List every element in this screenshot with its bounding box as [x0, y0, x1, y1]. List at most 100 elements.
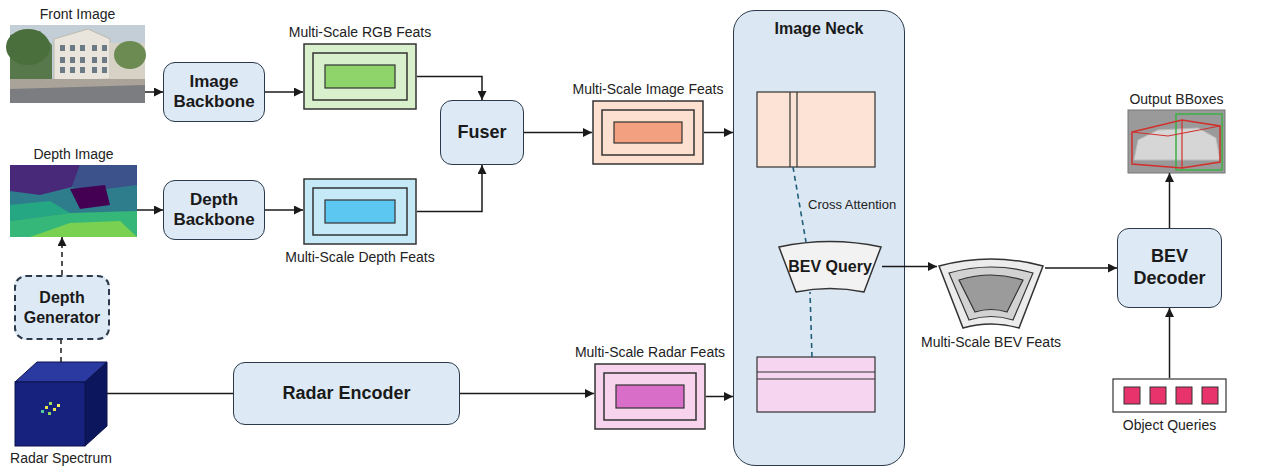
feature-inner [616, 385, 684, 408]
caption-label: Output BBoxes [1129, 91, 1223, 107]
panel-title: Image Neck [775, 19, 864, 38]
annotation-label: Cross Attention [808, 197, 896, 213]
feature-outer [595, 364, 705, 429]
depth-bg [10, 165, 137, 237]
bev-feature-fan: Multi-Scale BEV Feats [937, 256, 1045, 330]
window [70, 67, 75, 73]
window [60, 45, 65, 51]
feature-map: Multi-Scale Image Feats [592, 100, 704, 165]
connector-group [61, 77, 1170, 397]
arrow-connector [137, 209, 163, 211]
output-image: Output BBoxes [1128, 110, 1225, 173]
window [70, 57, 75, 63]
window [80, 67, 85, 73]
feature-middle [313, 53, 407, 100]
feature-middle [313, 188, 407, 235]
depth-image-art [10, 165, 137, 237]
window [70, 45, 75, 51]
feature-outer [593, 101, 703, 164]
box-label: Depth Backbone [170, 190, 258, 231]
box-label: BEV Decoder [1124, 246, 1215, 289]
window [80, 57, 85, 63]
caption-label: Depth Image [33, 146, 113, 162]
caption-label: Multi-Scale Radar Feats [575, 344, 725, 360]
cube-front [15, 382, 85, 446]
query-frame [1113, 379, 1226, 412]
process-box: Depth Backbone [163, 180, 265, 240]
process-box: BEV Decoder [1117, 228, 1222, 308]
box-label: Radar Encoder [240, 383, 453, 405]
query-fan: BEV Query [778, 240, 882, 293]
arrow-connector [265, 91, 303, 93]
window [102, 67, 107, 73]
block-slice [757, 372, 875, 379]
arrow-connector [1169, 173, 1171, 228]
neck-image-block [757, 92, 875, 167]
attention-line [793, 167, 806, 242]
box-label: Depth Generator [22, 288, 102, 326]
radar-cube: Radar Spectrum [15, 362, 107, 446]
depth-far [10, 165, 80, 195]
arrow-connector [524, 132, 592, 134]
camera-image-art [10, 25, 145, 103]
query-token [1150, 387, 1166, 404]
window [102, 45, 107, 51]
box-label: Fuser [447, 122, 517, 144]
feature-map-art [592, 100, 704, 165]
radar-cube-art [15, 362, 107, 446]
feature-map: Multi-Scale Radar Feats [594, 363, 706, 430]
caption-label: Object Queries [1123, 417, 1216, 433]
arrow-connector [265, 209, 303, 211]
window [92, 67, 97, 73]
output-bg [1128, 110, 1225, 173]
arrow-connector [460, 393, 594, 395]
query-tokens-art [1112, 378, 1227, 413]
depth-image: Depth Image [10, 165, 137, 237]
process-box: Radar Encoder [233, 362, 460, 425]
window [92, 45, 97, 51]
box-label: Image Backbone [170, 72, 258, 113]
arrow-connector [145, 91, 163, 93]
tree-crown [114, 41, 146, 69]
feature-outer [304, 179, 416, 244]
window [102, 57, 107, 63]
arrow-connector [1169, 308, 1171, 378]
depth-near [30, 221, 137, 237]
dashed-connector [61, 237, 63, 275]
box-label: BEV Query [788, 257, 872, 276]
neck-radar-block [757, 357, 875, 412]
caption-label: Radar Spectrum [10, 450, 112, 466]
window [60, 57, 65, 63]
depth-far [70, 185, 110, 209]
arrow-connector [417, 77, 482, 101]
process-box: Image Backbone [163, 62, 265, 122]
road [10, 85, 145, 103]
feature-map: Multi-Scale RGB Feats [303, 43, 417, 110]
caption-label: Multi-Scale RGB Feats [289, 24, 431, 40]
fan-outer [939, 259, 1043, 328]
radar-point [57, 404, 60, 407]
arrow-connector [107, 393, 233, 395]
bbox-3d [1132, 120, 1220, 168]
neck-decor [734, 11, 904, 465]
query-token [1176, 387, 1192, 404]
caption-label: Front Image [40, 6, 115, 22]
process-box: Fuser [440, 100, 524, 165]
feature-map: Multi-Scale Depth Feats [303, 178, 417, 245]
window [92, 57, 97, 63]
query-token [1202, 387, 1218, 404]
fan-inner [959, 275, 1023, 312]
fan-middle [949, 267, 1033, 320]
camera-image: Front Image [10, 25, 145, 103]
radar-point [41, 410, 44, 413]
attention-line [810, 292, 812, 357]
radar-point [49, 402, 52, 405]
feature-middle [602, 110, 694, 155]
block-slice [790, 92, 797, 167]
feature-middle [604, 373, 696, 420]
query-tokens: Object Queries [1112, 378, 1227, 413]
feature-inner [614, 122, 682, 143]
cube-side [85, 362, 107, 446]
feature-inner [325, 65, 395, 88]
